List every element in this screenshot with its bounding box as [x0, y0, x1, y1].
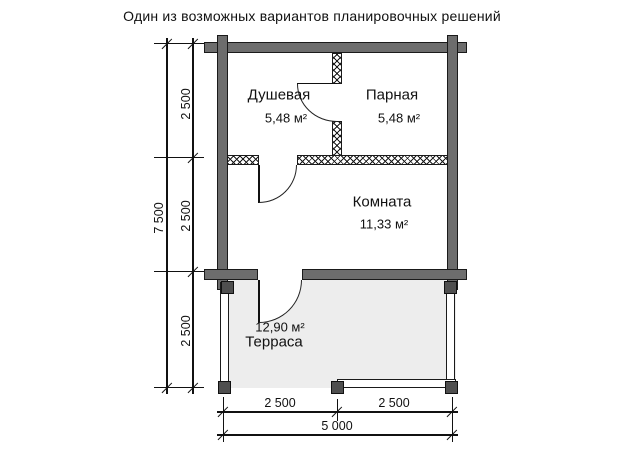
partition-vertical-top — [332, 53, 342, 84]
extension-line-right — [451, 397, 453, 442]
dim-label-vertical-seg3: 2 500 — [179, 315, 193, 347]
wall-bottom-right-segment — [302, 269, 467, 280]
dim-label-vertical-total: 7 500 — [152, 202, 166, 234]
room-label-steam: Парная — [365, 86, 419, 104]
extension-line-top — [154, 43, 204, 45]
wall-right — [447, 35, 458, 290]
dim-label-vertical-seg1: 2 500 — [179, 88, 193, 120]
dim-label-vertical-seg2: 2 500 — [179, 200, 193, 232]
terrace-post-railing — [331, 381, 344, 394]
terrace-post-bottom-right — [445, 381, 458, 394]
room-label-shower: Душевая — [247, 86, 311, 104]
door-leaf-terrace — [258, 280, 260, 323]
wall-top — [204, 42, 467, 53]
partition-vertical-bottom — [332, 121, 342, 156]
extension-line-bottom — [154, 387, 204, 389]
extension-line-mid2 — [154, 271, 204, 273]
dim-line-vertical-segments — [192, 38, 194, 394]
dim-line-horizontal-total — [217, 434, 458, 436]
room-area-shower: 5,48 м² — [264, 110, 308, 126]
extension-line-mid1 — [154, 157, 204, 159]
dim-label-horizontal-seg2: 2 500 — [378, 396, 410, 410]
wall-bottom-left-segment — [204, 269, 258, 280]
room-label-living: Комната — [352, 193, 412, 211]
partition-horizontal-right — [297, 155, 448, 165]
dim-label-horizontal-total: 5 000 — [321, 419, 353, 433]
terrace-column-left — [220, 282, 229, 386]
extension-line-left — [222, 397, 224, 442]
partition-horizontal-left — [227, 155, 259, 165]
dim-label-horizontal-seg1: 2 500 — [264, 396, 296, 410]
terrace-door-opening — [258, 268, 303, 281]
terrace-post-top-left — [221, 281, 234, 294]
room-area-terrace: 12,90 м² — [255, 319, 305, 335]
door-leaf-shower — [258, 165, 260, 203]
terrace-railing — [337, 379, 456, 388]
plan-title: Один из возможных вариантов планировочны… — [123, 8, 501, 24]
terrace-post-bottom-left — [218, 381, 231, 394]
room-label-terrace: Терраса — [245, 333, 303, 351]
room-area-steam: 5,48 м² — [377, 110, 421, 126]
door-arc-shower — [259, 165, 297, 203]
terrace-post-top-right — [444, 281, 457, 294]
dim-line-vertical-total — [166, 38, 168, 394]
room-area-living: 11,33 м² — [359, 216, 409, 232]
terrace-column-right — [446, 284, 455, 382]
